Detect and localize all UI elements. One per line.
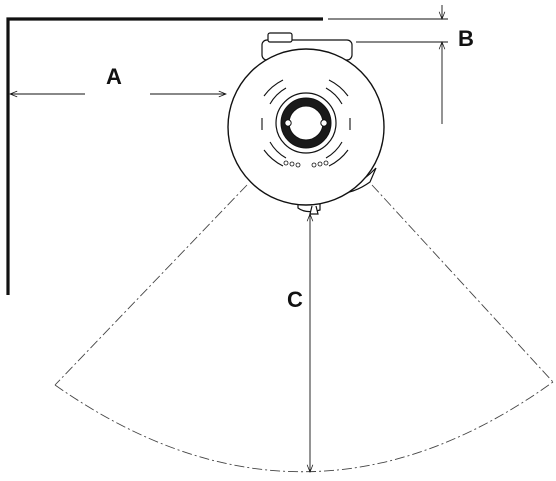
coverage-sector [54,184,554,473]
vent-slots [261,79,351,167]
label-a: A [106,64,122,89]
camera-lens [275,92,337,154]
indicator-dots [283,160,329,168]
dimension-b [328,5,448,124]
label-c: C [287,287,303,312]
wall-corner [6,17,323,295]
label-b: B [458,26,474,51]
